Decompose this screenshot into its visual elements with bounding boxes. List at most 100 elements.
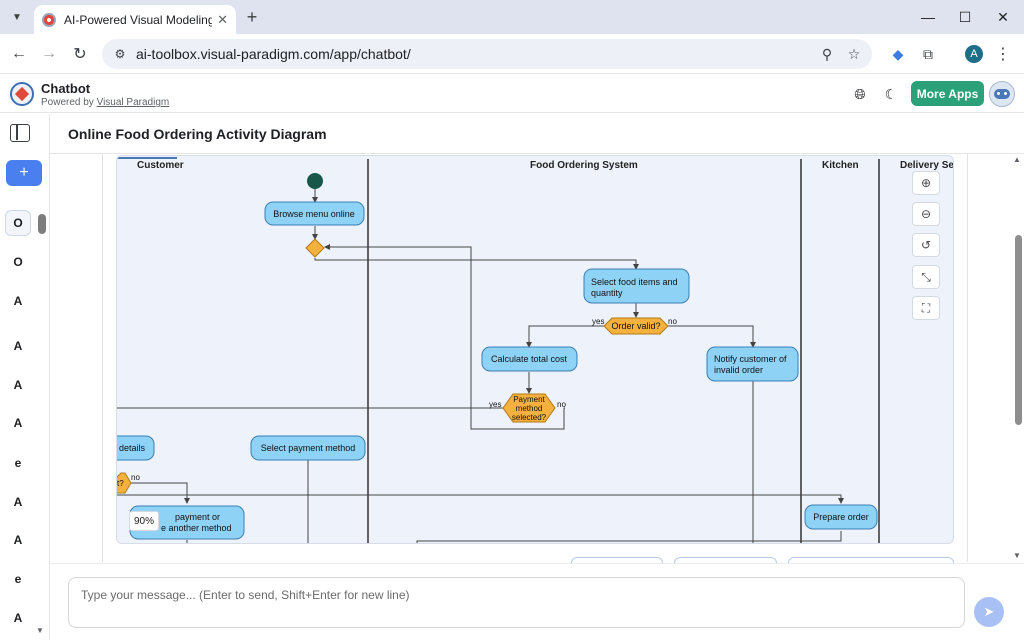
svg-text:Select food items and: Select food items and [591,277,678,287]
svg-text:method: method [516,404,543,413]
address-bar[interactable]: ⚙ ai-toolbox.visual-paradigm.com/app/cha… [102,39,872,69]
history-item[interactable]: A [13,294,23,308]
title-divider [50,153,1024,154]
svg-text:selected?: selected? [512,413,547,422]
more-apps-button[interactable]: More Apps [911,81,984,106]
svg-text:Prepare order: Prepare order [813,512,869,522]
history-item[interactable]: O [5,210,31,236]
site-favicon-icon [42,12,56,27]
globe-icon[interactable]: 🌐︎ [854,85,866,102]
bot-avatar-icon[interactable] [989,81,1015,107]
maximize-icon[interactable]: ☐ [958,8,972,25]
svg-text:t?: t? [117,479,124,488]
history-item[interactable]: A [13,495,23,509]
minimize-icon[interactable]: — [921,9,935,25]
site-info-icon[interactable]: ⚙ [114,47,126,61]
scroll-down-icon[interactable]: ▼ [1013,551,1021,560]
svg-text:Notify customer of: Notify customer of [714,354,787,364]
diagram-edges [117,189,844,543]
svg-text:invalid order: invalid order [714,365,763,375]
forward-arrow-icon[interactable]: → [41,45,57,62]
action-enter-details: details [117,435,155,461]
new-tab-icon[interactable]: + [246,6,258,27]
dark-mode-moon-icon[interactable]: ☾ [884,85,898,102]
close-window-icon[interactable]: ✕ [997,8,1009,25]
chat-history-sidebar: + O O A A A A e A A e A ▼ [0,114,50,640]
edge-label-valid-yes: yes [592,317,604,326]
svg-text:Browse menu online: Browse menu online [273,209,355,219]
svg-text:Select payment method: Select payment method [261,443,356,453]
browser-tab-bar: ▼ AI-Powered Visual Modeling Ch ✕ + — ☐ … [0,0,1024,34]
zoom-in-icon[interactable]: ⊕ [912,171,940,195]
merge-decision-node [305,238,325,258]
svg-text:quantity: quantity [591,288,623,298]
chat-scrollbar-thumb[interactable] [1015,235,1022,425]
tab-title: AI-Powered Visual Modeling Ch [64,12,212,27]
svg-text:e another method: e another method [161,523,232,533]
powered-by-prefix: Powered by [41,97,97,108]
history-item[interactable]: A [13,416,23,430]
history-item[interactable]: A [13,339,23,353]
history-item[interactable]: O [13,255,23,269]
action-prepare-order: Prepare order [804,504,878,530]
tab-search-chevron-icon[interactable]: ▼ [12,11,22,23]
action-select-items: Select food items and quantity [583,268,690,304]
back-arrow-icon[interactable]: ← [11,45,27,62]
fit-to-screen-icon[interactable]: ⤡ [912,265,940,289]
visual-paradigm-logo-icon [10,82,34,106]
swimlanes: Customer Food Ordering System Kitchen De… [117,157,954,543]
history-item[interactable]: A [13,611,23,625]
history-item[interactable]: A [13,378,23,392]
app-title: Chatbot [41,81,91,96]
extension-puzzle-blue-icon[interactable]: ◆ [892,45,904,62]
action-select-payment: Select payment method [250,435,366,461]
edge-label-partial-no: no [131,473,140,482]
history-item[interactable]: A [13,533,23,547]
edge-label-valid-no: no [668,317,677,326]
bookmark-star-icon[interactable]: ☆ [847,45,861,62]
profile-avatar[interactable]: A [965,45,983,63]
zoom-out-icon[interactable]: ⊖ [912,202,940,226]
svg-text:Calculate total cost: Calculate total cost [491,354,568,364]
send-paper-plane-icon: ➤ [983,604,995,619]
svg-text:Payment: Payment [513,395,545,404]
lane-label-food-ordering-system: Food Ordering System [530,160,638,171]
lane-label-delivery: Delivery Se [900,160,954,171]
reload-icon[interactable]: ↻ [73,46,87,63]
browser-toolbar: ← → ↻ ⚙ ai-toolbox.visual-paradigm.com/a… [0,34,1024,74]
sidebar-scrollbar-thumb[interactable] [38,214,46,234]
zoom-level-label: 90% [129,511,159,531]
decision-order-valid: Order valid? [603,317,669,335]
send-button[interactable]: ➤ [974,597,1004,627]
app-header: Chatbot Powered by Visual Paradigm 🌐︎ ☾ [0,75,1024,113]
action-notify-invalid: Notify customer of invalid order [706,346,799,382]
history-item[interactable]: e [14,456,22,470]
browser-tab-active[interactable]: AI-Powered Visual Modeling Ch ✕ [34,5,236,34]
edge-label-payment-no: no [557,400,566,409]
reset-view-icon[interactable]: ↺ [912,233,940,257]
zoom-magnifier-icon[interactable]: ⚲ [821,45,833,62]
new-chat-button[interactable]: + [6,160,42,186]
edge-label-payment-yes: yes [489,400,501,409]
tab-close-icon[interactable]: ✕ [217,11,228,27]
browser-menu-kebab-icon[interactable]: ⋮ [995,46,1011,63]
history-item[interactable]: e [14,572,22,586]
powered-by-link[interactable]: Visual Paradigm [96,97,170,108]
page-title: Online Food Ordering Activity Diagram [68,126,327,142]
activity-diagram-viewer[interactable]: Customer Food Ordering System Kitchen De… [116,155,954,544]
svg-text:Order valid?: Order valid? [611,321,660,331]
decision-partial: t? [117,472,132,494]
svg-text:details: details [119,443,146,453]
start-node [307,173,323,189]
extensions-puzzle-icon[interactable]: ⧉ [923,45,933,62]
scroll-up-icon[interactable]: ▲ [1013,155,1021,164]
action-browse-menu: Browse menu online [264,201,365,226]
svg-text:payment or: payment or [175,512,220,522]
lane-label-customer: Customer [137,160,184,171]
message-input[interactable] [68,577,965,628]
fullscreen-icon[interactable]: ⛶ [912,296,940,320]
sidebar-scroll-down-icon[interactable]: ▼ [36,626,44,635]
decision-payment-selected: Payment method selected? [502,393,556,423]
url-text: ai-toolbox.visual-paradigm.com/app/chatb… [136,46,411,62]
sidebar-toggle-icon[interactable] [10,124,30,142]
